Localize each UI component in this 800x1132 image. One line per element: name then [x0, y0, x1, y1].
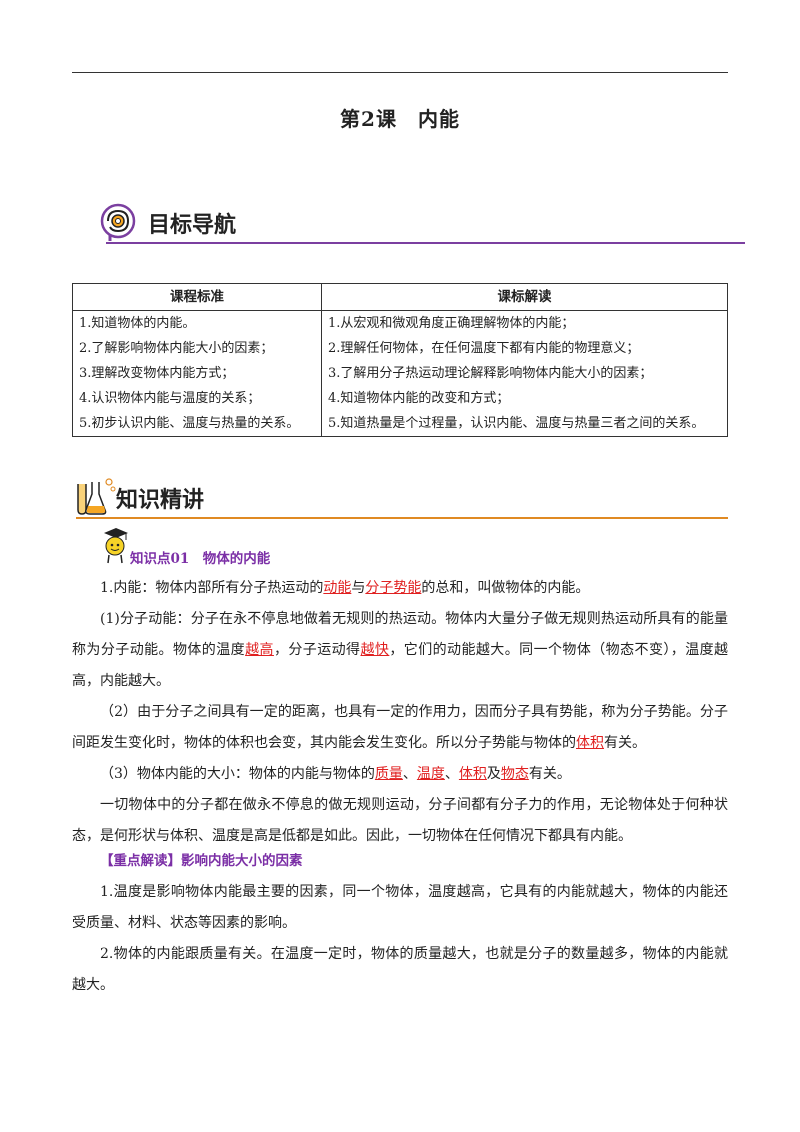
paragraph-potential: （2）由于分子之间具有一定的距离，也具有一定的作用力，因而分子具有势能，称为分子…	[72, 697, 728, 759]
text: 1.内能：物体内部所有分子热运动的	[100, 580, 324, 596]
table-cell: 2.了解影响物体内能大小的因素；	[79, 341, 274, 356]
section-title-knowledge: 知识精讲	[116, 488, 205, 513]
key-term: 质量	[374, 766, 403, 782]
table-cell: 5.初步认识内能、温度与热量的关系。	[79, 416, 300, 431]
paragraph-definition: 1.内能：物体内部所有分子热运动的动能与分子势能的总和，叫做物体的内能。	[72, 573, 728, 604]
text: 有关。	[528, 766, 571, 782]
knowledge-point-title: 知识点01 物体的内能	[130, 551, 271, 567]
section-underline	[76, 517, 728, 519]
table-row: 2.了解影响物体内能大小的因素； 2.理解任何物体，在任何温度下都有内能的物理意…	[72, 336, 728, 361]
paragraph-factors: （3）物体内能的大小：物体的内能与物体的质量、温度、体积及物态有关。	[72, 759, 728, 790]
text: 、	[402, 766, 417, 782]
focus-title: 【重点解读】影响内能大小的因素	[100, 853, 303, 869]
graduate-mascot-icon	[104, 528, 128, 564]
table-cell: 4.知道物体内能的改变和方式；	[328, 391, 510, 406]
key-term: 越高	[245, 642, 274, 658]
table-cell: 1.从宏观和微观角度正确理解物体的内能；	[328, 316, 575, 331]
text: ，它们的动能越大。同一个物体（物态不变），温度越高，内能越大。	[72, 642, 729, 689]
text: 有关。	[604, 735, 646, 751]
table-cell: 3.理解改变物体内能方式；	[79, 366, 235, 381]
table-row: 1.知道物体的内能。 1.从宏观和微观角度正确理解物体的内能；	[72, 310, 728, 336]
paragraph-all-objects: 一切物体中的分子都在做永不停息的做无规则运动，分子间都有分子力的作用，无论物体处…	[72, 797, 728, 844]
text: （3）物体内能的大小：物体的内能与物体的	[100, 766, 375, 782]
table-cell: 1.知道物体的内能。	[79, 316, 196, 331]
text: 及	[486, 766, 501, 782]
table-row: 3.理解改变物体内能方式； 3.了解用分子热运动理论解释影响物体内能大小的因素；	[72, 361, 728, 386]
key-term: 越快	[360, 642, 390, 658]
curriculum-table: 课程标准 课标解读 1.知道物体的内能。 1.从宏观和微观角度正确理解物体的内能…	[72, 283, 728, 437]
key-term: 温度	[416, 766, 445, 782]
paragraph-temperature: 1.温度是影响物体内能最主要的因素，同一个物体，温度越高，它具有的内能就越大，物…	[72, 884, 728, 931]
section-underline	[106, 242, 745, 244]
table-cell: 3.了解用分子热运动理论解释影响物体内能大小的因素；	[328, 366, 653, 381]
focus-heading: 【重点解读】影响内能大小的因素	[100, 846, 728, 877]
key-term: 动能	[323, 580, 352, 596]
key-term: 体积	[576, 735, 604, 751]
key-term: 体积	[458, 766, 487, 782]
text: 、	[444, 766, 459, 782]
key-term: 分子势能	[365, 580, 422, 596]
paragraph-mass: 2.物体的内能跟质量有关。在温度一定时，物体的质量越大，也就是分子的数量越多，物…	[72, 946, 728, 993]
brain-gear-icon	[100, 203, 136, 241]
text: （2）由于分子之间具有一定的距离，也具有一定的作用力，因而分子具有势能，称为分子…	[72, 704, 728, 751]
top-rule	[72, 72, 728, 73]
lab-flask-icon	[77, 478, 116, 515]
table-cell: 2.理解任何物体，在任何温度下都有内能的物理意义；	[328, 341, 640, 356]
key-term: 物态	[500, 766, 529, 782]
text: ，分子运动得	[273, 642, 361, 658]
table-cell: 4.认识物体内能与温度的关系；	[79, 391, 261, 406]
lesson-title: 第2课 内能	[340, 107, 460, 131]
text: 与	[351, 580, 366, 596]
section-header-goals: 目标导航	[100, 201, 745, 245]
table-header: 课程标准	[72, 283, 322, 311]
text: (1)分子动能：分子在永不停息地做着无规则的热运动。物体内大量分子做无规则热运动…	[72, 611, 728, 658]
section-header-knowledge: 知识精讲	[72, 476, 728, 520]
section-title-goals: 目标导航	[148, 213, 237, 238]
table-cell: 5.知道热量是个过程量，认识内能、温度与热量三者之间的关系。	[328, 416, 705, 431]
table-row: 5.初步认识内能、温度与热量的关系。 5.知道热量是个过程量，认识内能、温度与热…	[72, 411, 728, 437]
paragraph-kinetic: (1)分子动能：分子在永不停息地做着无规则的热运动。物体内大量分子做无规则热运动…	[72, 604, 728, 697]
table-row: 4.认识物体内能与温度的关系； 4.知道物体内能的改变和方式；	[72, 386, 728, 411]
text: 的总和，叫做物体的内能。	[421, 580, 590, 596]
table-header: 课标解读	[321, 283, 728, 311]
